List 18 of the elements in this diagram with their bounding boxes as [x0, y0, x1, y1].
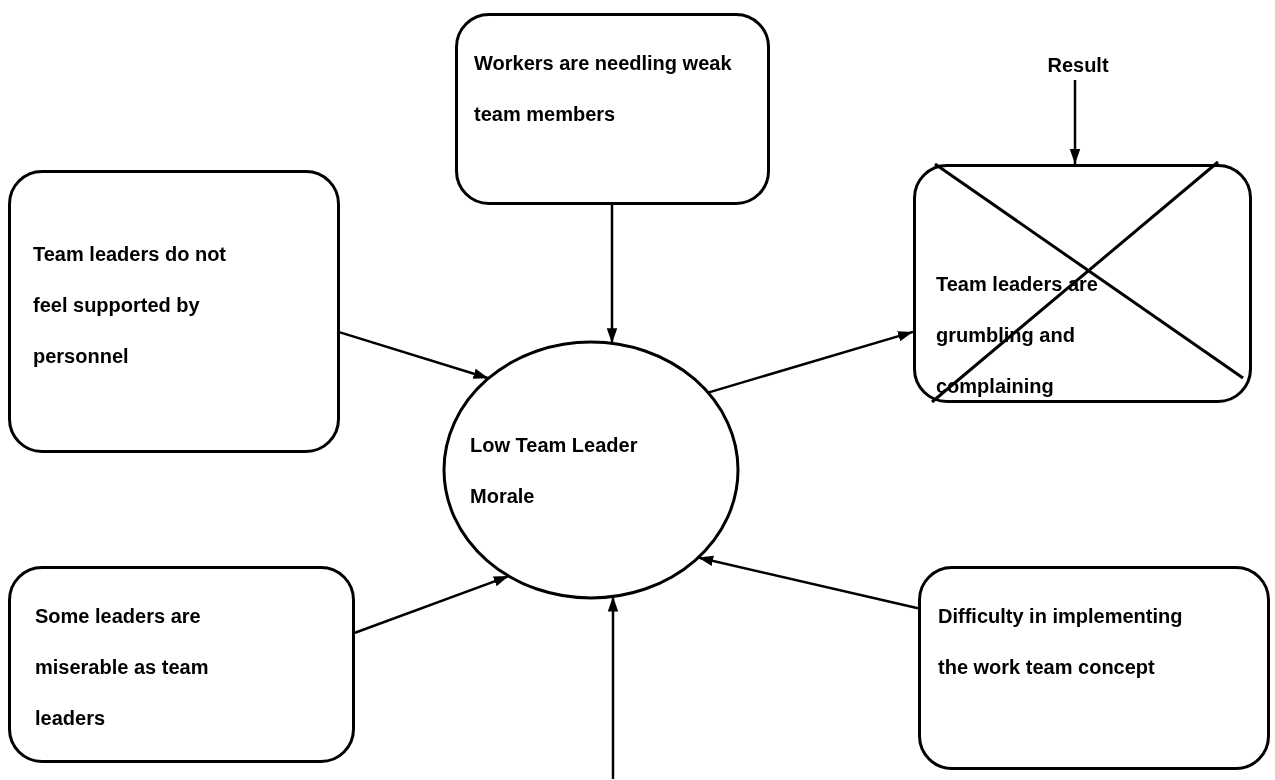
arrow	[1069, 80, 1081, 164]
rounded-box	[8, 170, 340, 453]
ellipse-node	[442, 340, 740, 600]
rounded-box	[455, 13, 770, 205]
node-text: Difficulty in implementing the work team concept	[938, 604, 1184, 680]
node-text: Team leaders do not feel supported by personnel	[33, 242, 227, 369]
arrow	[339, 331, 489, 380]
arrow	[707, 330, 914, 394]
rounded-box	[918, 566, 1270, 770]
node-text: Workers are needling weak team members	[474, 51, 733, 127]
rounded-box	[8, 566, 355, 763]
arrow	[606, 205, 618, 344]
arrow	[354, 574, 510, 634]
node-text: Some leaders are miserable as team leaders	[35, 604, 210, 731]
arrow	[697, 555, 919, 610]
result-label: Result	[1046, 53, 1110, 78]
node-text: Low Team Leader Morale	[470, 433, 639, 509]
arrow	[607, 596, 619, 779]
